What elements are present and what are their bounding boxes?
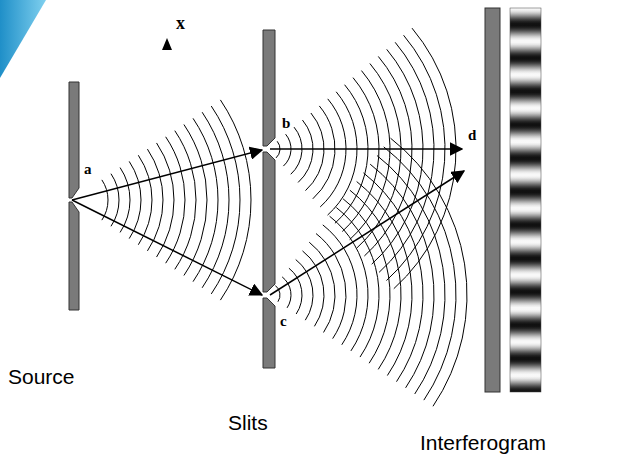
wavefront-arc	[282, 277, 291, 308]
ray-arrow	[72, 200, 262, 295]
ray-arrow	[72, 150, 262, 200]
wavefronts	[102, 28, 467, 406]
wavefront-arc	[166, 137, 185, 263]
point-label: b	[282, 116, 290, 131]
source-barrier	[69, 202, 79, 310]
wavefront-arc	[283, 134, 291, 166]
wavefront-arc	[147, 149, 163, 251]
wavefront-arc	[363, 173, 423, 382]
ray-arrow	[270, 171, 464, 295]
wavefront-arc	[391, 138, 467, 406]
wavefront-arc	[184, 125, 207, 276]
wavefront-arc	[202, 112, 229, 288]
wavefront-arc	[111, 174, 119, 227]
slit-barrier	[263, 298, 275, 368]
interferogram	[510, 8, 541, 392]
wavefront-arc	[211, 106, 240, 294]
wavefront-arc	[138, 155, 152, 244]
wavefront-arc	[357, 182, 412, 376]
corner-accent	[0, 0, 46, 78]
ray-arrow	[270, 148, 462, 150]
part-label: Source	[8, 366, 75, 387]
wavefront-arc	[298, 120, 313, 182]
wavefront-arc	[377, 156, 445, 394]
wavefront-arc	[328, 92, 357, 215]
part-label: Slits	[228, 412, 268, 433]
wavefront-arc	[379, 42, 434, 272]
wavefront-arc	[364, 56, 412, 256]
wavefront-arc	[384, 147, 456, 400]
wavefront-arc	[305, 113, 324, 191]
axis-label: x	[176, 14, 185, 32]
wavefront-arc	[342, 78, 379, 232]
wavefront-arc	[386, 35, 445, 280]
slit-barrier	[263, 30, 275, 146]
wavefront-arc	[275, 286, 280, 302]
point-label: a	[84, 162, 92, 177]
wavefront-arc	[320, 99, 346, 207]
wavefront-arc	[291, 127, 302, 174]
point-label: d	[468, 128, 476, 143]
fringe-pattern	[510, 8, 541, 392]
wavefront-arc	[120, 168, 130, 233]
wavefront-arc	[129, 161, 141, 238]
screen	[485, 8, 500, 392]
part-label: Interferogram	[420, 432, 546, 453]
wavefront-arc	[193, 118, 218, 281]
wavefront-arc	[350, 190, 401, 369]
rays	[72, 149, 464, 295]
wavefront-arc	[220, 100, 251, 300]
point-label: c	[280, 314, 287, 329]
source-barrier	[69, 82, 79, 198]
wavefront-arc	[394, 28, 456, 289]
slit-barrier	[263, 152, 275, 292]
x-axis-marker	[162, 38, 172, 50]
wavefront-arc	[175, 131, 196, 270]
wavefront-arc	[313, 106, 335, 199]
wavefront-arc	[370, 164, 434, 388]
wavefront-arc	[157, 143, 174, 257]
wavefront-arc	[102, 180, 108, 220]
